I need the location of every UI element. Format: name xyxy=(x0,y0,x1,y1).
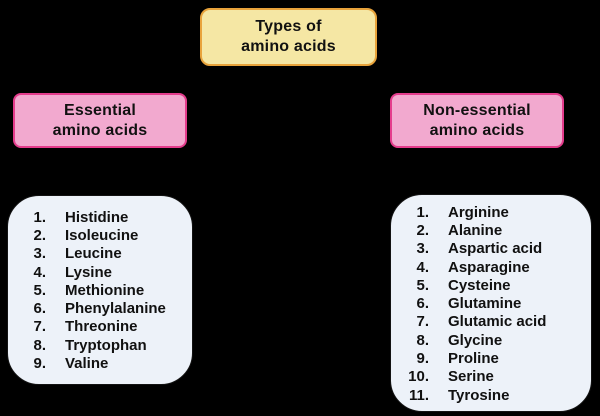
list-item: 3. Aspartic acid xyxy=(391,240,591,258)
list-item: 10. Serine xyxy=(391,368,591,386)
list-item-name: Proline xyxy=(448,350,499,368)
root-label-line1: Types of xyxy=(255,18,322,35)
list-item-number: 4. xyxy=(33,263,46,281)
list-item-name: Leucine xyxy=(65,245,122,263)
list-item-name: Cysteine xyxy=(448,276,511,294)
list-item-number: 8. xyxy=(33,336,46,354)
list-item-number: 5. xyxy=(33,281,46,299)
list-item-name: Tyrosine xyxy=(448,386,510,404)
branch-node-non-essential: Non-essential amino acids xyxy=(390,93,564,148)
list-item: 11. Tyrosine xyxy=(391,386,591,404)
list-item-number: 8. xyxy=(416,331,429,349)
list-item-name: Isoleucine xyxy=(65,226,139,244)
non-essential-label-line1: Non-essential xyxy=(423,101,531,119)
list-item-name: Asparagine xyxy=(448,258,530,276)
list-item-number: 4. xyxy=(416,258,429,276)
list-item-number: 7. xyxy=(33,318,46,336)
list-item: 2. Alanine xyxy=(391,221,591,239)
list-item-number: 11. xyxy=(408,386,429,404)
list-item-number: 3. xyxy=(33,245,46,263)
list-item: 7. Threonine xyxy=(8,318,192,336)
list-item: 1. Histidine xyxy=(8,208,192,226)
root-node-types-of-amino-acids: Types of amino acids xyxy=(200,8,377,66)
list-item: 4. Lysine xyxy=(8,263,192,281)
list-item-name: Tryptophan xyxy=(65,336,147,354)
list-item: 2. Isoleucine xyxy=(8,226,192,244)
list-item-number: 9. xyxy=(33,355,46,373)
list-item-number: 5. xyxy=(416,276,429,294)
list-item: 7. Glutamic acid xyxy=(391,313,591,331)
list-item-name: Lysine xyxy=(65,263,112,281)
list-item-name: Glutamic acid xyxy=(448,313,547,331)
list-item-name: Glutamine xyxy=(448,295,522,313)
list-item: 5. Methionine xyxy=(8,281,192,299)
list-item-name: Histidine xyxy=(65,208,129,226)
list-item: 8. Tryptophan xyxy=(8,336,192,354)
branch-node-essential: Essential amino acids xyxy=(13,93,187,148)
non-essential-label-line2: amino acids xyxy=(429,121,525,139)
list-item-number: 1. xyxy=(33,208,46,226)
list-item-name: Glycine xyxy=(448,331,503,349)
list-item: 9. Proline xyxy=(391,349,591,367)
list-item-name: Valine xyxy=(65,355,109,373)
list-item-number: 10. xyxy=(408,368,429,386)
list-item-number: 9. xyxy=(416,350,429,368)
list-item-name: Arginine xyxy=(448,203,509,221)
list-item-name: Aspartic acid xyxy=(448,240,543,258)
essential-label-line1: Essential xyxy=(63,101,137,119)
list-item-number: 2. xyxy=(33,226,46,244)
list-item: 5. Cysteine xyxy=(391,276,591,294)
essential-label-line2: amino acids xyxy=(52,121,148,139)
list-item: 6. Glutamine xyxy=(391,294,591,312)
list-item-number: 2. xyxy=(416,221,429,239)
list-item-number: 3. xyxy=(416,240,429,258)
list-item-name: Threonine xyxy=(65,318,138,336)
list-item: 6. Phenylalanine xyxy=(8,299,192,317)
list-item-number: 7. xyxy=(416,313,429,331)
list-item-name: Serine xyxy=(448,368,494,386)
root-label-line2: amino acids xyxy=(241,38,336,55)
list-item: 1. Arginine xyxy=(391,203,591,221)
list-item-name: Alanine xyxy=(448,221,503,239)
list-item-number: 6. xyxy=(416,295,429,313)
list-item: 9. Valine xyxy=(8,354,192,372)
list-item: 8. Glycine xyxy=(391,331,591,349)
list-item: 3. Leucine xyxy=(8,245,192,263)
list-item: 4. Asparagine xyxy=(391,258,591,276)
essential-amino-acids-list: 1. Histidine 2. Isoleucine 3. Leucine 4.… xyxy=(7,195,193,385)
non-essential-amino-acids-list: 1. Arginine 2. Alanine 3. Aspartic acid … xyxy=(390,194,592,412)
list-item-number: 6. xyxy=(33,300,46,318)
list-item-name: Phenylalanine xyxy=(65,300,166,318)
list-item-name: Methionine xyxy=(65,281,145,299)
list-item-number: 1. xyxy=(416,203,429,221)
